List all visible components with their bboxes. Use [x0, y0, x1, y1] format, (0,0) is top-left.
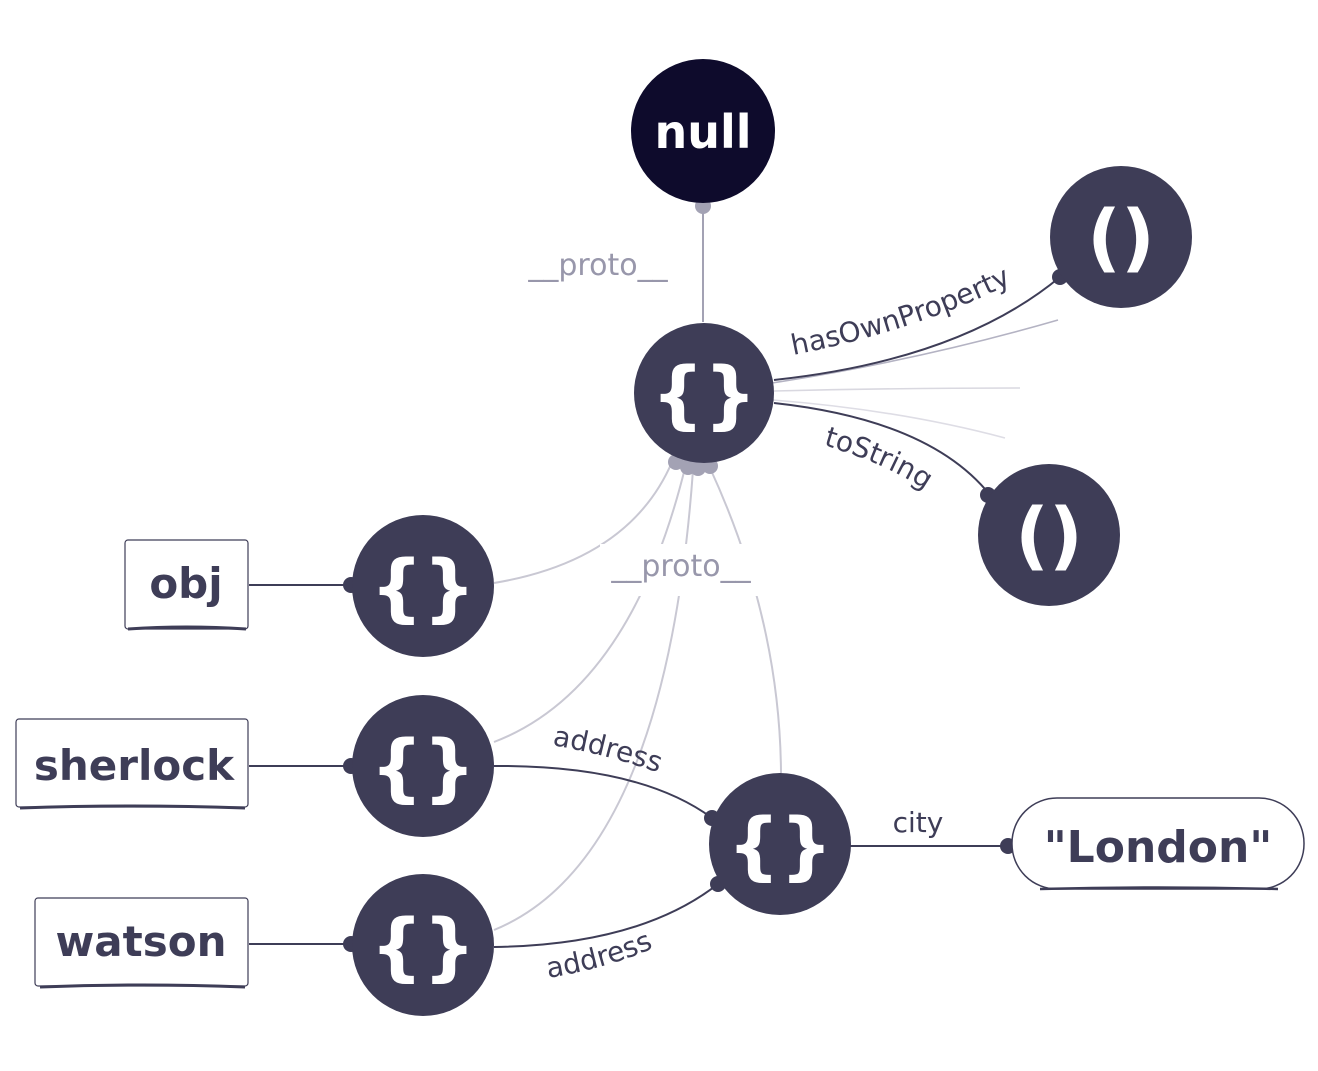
object-braces-icon: {} [370, 725, 475, 811]
null-label: null [654, 105, 751, 159]
edge-faded-property [772, 399, 1006, 439]
has-own-property-function-node[interactable]: () [1050, 166, 1192, 308]
edges [249, 198, 1068, 952]
watson-address-label: address [544, 924, 657, 985]
city-label: city [893, 806, 944, 839]
edge-to-string [773, 402, 991, 496]
variable-sherlock[interactable]: sherlock [15, 718, 249, 810]
proto-label-bottom: __proto__ [610, 549, 751, 584]
string-value-label: "London" [1044, 822, 1273, 873]
nodes: null {} () () {} {} {} [352, 59, 1192, 1016]
object-braces-icon: {} [370, 904, 475, 990]
null-node[interactable]: null [631, 59, 775, 203]
variables: obj sherlock watson [15, 539, 249, 989]
edge-sherlock-address [493, 764, 713, 819]
string-value-london[interactable]: "London" [1011, 797, 1305, 891]
variable-sherlock-label: sherlock [34, 741, 235, 790]
sherlock-object-node[interactable]: {} [352, 695, 494, 837]
variable-watson[interactable]: watson [34, 897, 249, 989]
watson-object-node[interactable]: {} [352, 874, 494, 1016]
edge-faded-property [771, 319, 1059, 384]
edge-watson-address [493, 883, 719, 948]
function-parens-icon: () [1015, 493, 1083, 579]
edge-proto-obj [493, 461, 673, 584]
edge-endpoint-dot [690, 460, 706, 476]
edge-has-own-property [773, 276, 1061, 381]
to-string-function-node[interactable]: () [978, 464, 1120, 606]
variable-obj[interactable]: obj [124, 539, 249, 631]
proto-label-gap [600, 544, 765, 596]
object-braces-icon: {} [370, 545, 475, 631]
edge-proto-address [709, 467, 782, 774]
has-own-property-label: hasOwnProperty [788, 260, 1015, 362]
function-parens-icon: () [1087, 195, 1155, 281]
obj-object-node[interactable]: {} [352, 515, 494, 657]
variable-obj-label: obj [149, 559, 222, 608]
object-braces-icon: {} [651, 352, 756, 438]
object-prototype-node[interactable]: {} [634, 323, 774, 463]
object-braces-icon: {} [727, 803, 832, 889]
edge-faded-property [773, 387, 1021, 392]
proto-label-top: __proto__ [527, 248, 668, 283]
edge-proto-sherlock [493, 467, 686, 743]
variable-watson-label: watson [56, 917, 227, 966]
address-object-node[interactable]: {} [709, 773, 851, 915]
to-string-label: toString [821, 420, 939, 496]
